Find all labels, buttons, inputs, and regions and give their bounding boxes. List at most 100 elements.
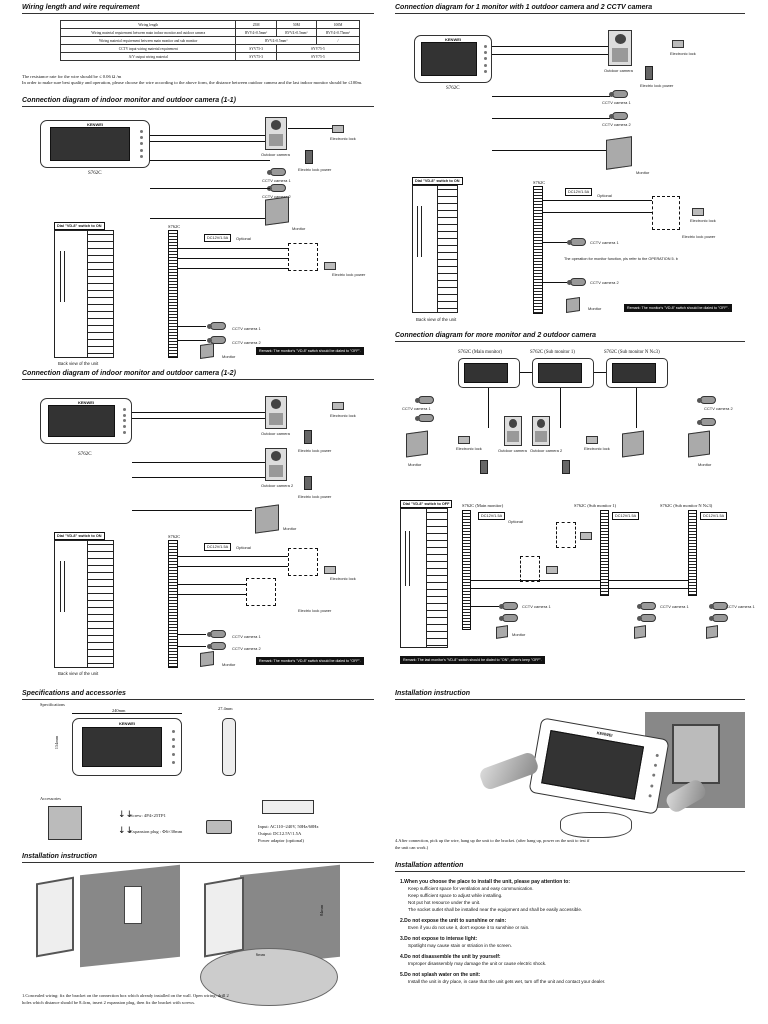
wire (178, 340, 206, 341)
power-cord-illustration (560, 812, 632, 838)
sub-monitor-1-label: S762C (Sub monitor 1) (574, 503, 617, 508)
dc-power-label: DC12V/1.5A (612, 512, 640, 520)
section-title-diagram-1-2: Connection diagram of indoor monitor and… (22, 370, 236, 377)
section-rule (22, 699, 374, 700)
lock-power-icon (305, 150, 313, 164)
remark-banner: Remark: The monitor's "VD-8" switch shou… (256, 347, 364, 355)
wire (609, 580, 688, 581)
wire (132, 477, 265, 478)
dc-power-label: DC12V/1.5A (700, 512, 728, 520)
attention-heading-2: 2.Do not expose the unit to sunshine or … (400, 918, 507, 924)
wiring-note-2: In order to make sure best quality and o… (22, 80, 363, 85)
lock-power-label: Electric lock power (298, 608, 332, 613)
outdoor-camera-2 (265, 448, 287, 481)
back-view-label: Back view of the unit (58, 671, 99, 676)
cctv-camera-icon (697, 418, 716, 426)
section-rule (395, 871, 745, 872)
electric-lock-icon (324, 262, 336, 270)
table-cell: SYV75-5 (275, 44, 361, 53)
section-title-multi: Connection diagram for more monitor and … (395, 332, 597, 339)
monitor-icon (566, 297, 580, 313)
section-rule (22, 106, 374, 107)
connection-box-illustration (124, 886, 142, 924)
monitor-screen (81, 726, 162, 768)
electric-lock-label: Electronic lock (584, 446, 610, 451)
cctv-camera-icon (567, 238, 586, 246)
cctv-camera-icon (415, 414, 434, 422)
cctv-camera-icon (499, 602, 518, 610)
electric-lock-icon (580, 532, 592, 540)
zoom-detail-ellipse (200, 948, 338, 1006)
electric-lock-label: Electronic lock (330, 576, 356, 581)
electric-lock-icon (586, 436, 598, 444)
monitor-label: Monitor (408, 462, 422, 467)
monitor-label: Monitor (283, 526, 297, 531)
lock-power-icon (304, 430, 312, 444)
monitor-label: Monitor (636, 170, 650, 175)
cctv2-label: CCTV camera 2 (262, 194, 291, 199)
sub-monitor-n (606, 358, 668, 388)
wiring-note-1: The resistance rate for the wire should … (22, 74, 122, 79)
wire (178, 326, 206, 327)
screw-icon: ↓↓ (118, 810, 134, 820)
wire (150, 135, 265, 136)
monitor-icon (200, 651, 214, 667)
install-step-1: 1.Concealed wiring: fix the bracket on t… (22, 993, 229, 1005)
table-header-cell: 25M (235, 20, 277, 29)
electric-lock-label: Electronic lock (690, 218, 716, 223)
monitor-icon (200, 343, 214, 359)
dial-switch-note: Dial "VD-8" switch to ON (54, 532, 105, 540)
cctv1-label: CCTV camera 1 (402, 406, 431, 411)
lock-power-label: Electric lock power (298, 167, 332, 172)
terminal-block (533, 186, 543, 314)
outdoor-camera-label: Outdoor camera (498, 448, 527, 453)
back-view-unit (54, 540, 114, 668)
monitor-screen (49, 127, 130, 161)
wire (178, 258, 288, 259)
wiring-table: Wiring length 25M 50M 100M Wiring materi… (59, 20, 361, 61)
cctv1-label: CCTV camera 1 (590, 240, 619, 245)
width-dimension: 240mm (112, 708, 126, 713)
table-row: A/V output wiring material SYV75-3 SYV75… (59, 52, 361, 61)
wire (543, 242, 567, 243)
sub-monitor-1 (532, 358, 594, 388)
table-cell: Wiring material requirement between main… (59, 36, 237, 45)
wire (178, 646, 206, 647)
wire (492, 150, 606, 151)
connection-box (246, 578, 276, 606)
cctv-camera-icon (207, 336, 226, 344)
model-label: S762C (168, 534, 181, 539)
table-header-row: Wiring length 25M 50M 100M (59, 20, 360, 29)
electric-lock-icon (324, 566, 336, 574)
cctv1-label: CCTV camera 1 (602, 100, 631, 105)
monitor-screen (611, 362, 657, 384)
expansion-plug-icon: ↓↓ (118, 826, 134, 836)
table-cell: Wiring material requirement between main… (59, 28, 237, 37)
dimension-84mm: 84mm (319, 904, 325, 917)
wire (471, 606, 499, 607)
optional-label: Optional (236, 545, 251, 550)
section-title-install-left: Installation instruction (22, 853, 98, 860)
connection-box (520, 556, 540, 582)
cctv-camera-icon (709, 602, 728, 610)
attention-item: Not put hot resource under the unit. (408, 900, 481, 905)
outdoor-camera (265, 396, 287, 429)
monitor-buttons (646, 753, 661, 798)
brand-logo: KENWEI (78, 400, 94, 406)
dimension-6mm: 6mm (256, 952, 266, 957)
electric-lock-icon (332, 402, 344, 410)
lock-power-label: Electric lock power (298, 494, 332, 499)
cctv-camera-icon (415, 396, 434, 404)
wire (178, 584, 246, 585)
model-label: S762C (168, 224, 181, 229)
terminal-block (688, 510, 697, 596)
indoor-monitor: KENWEI (40, 120, 150, 168)
section-title-specs: Specifications and accessories (22, 690, 126, 697)
table-cell: CCTV input wiring material requirement (59, 44, 237, 53)
section-title-install-right: Installation instruction (395, 690, 471, 697)
wire (132, 510, 252, 511)
wire (471, 588, 600, 589)
cctv-camera-icon (267, 184, 286, 192)
attention-list: 1.When you choose the place to install t… (400, 874, 740, 985)
wire (150, 218, 265, 219)
